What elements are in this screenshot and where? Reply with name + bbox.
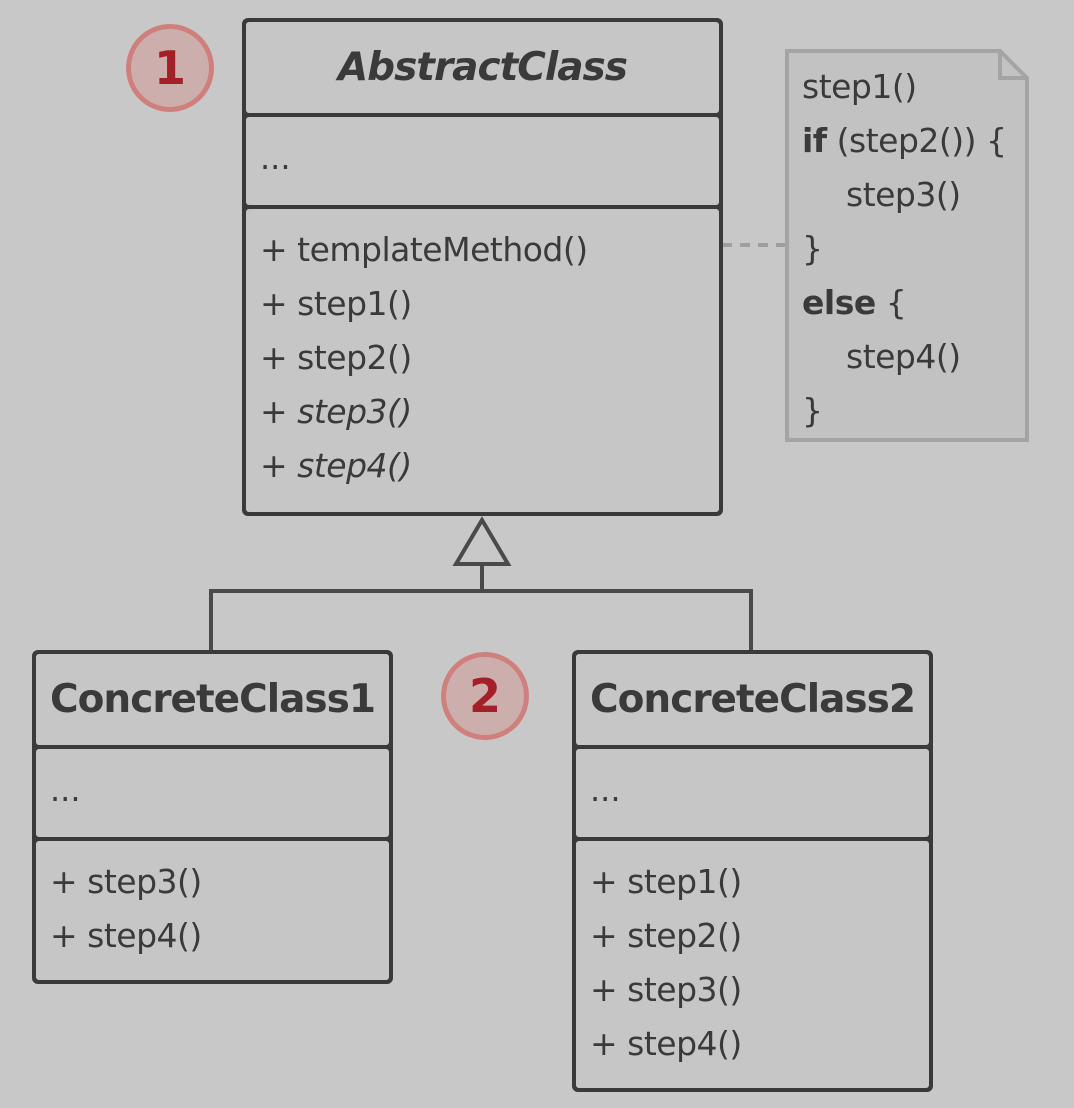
concrete-class-1-box: ConcreteClass1 ... + step3() + step4() [32,650,393,984]
abstract-class-box: AbstractClass ... + templateMethod() + s… [242,18,723,516]
badge-2-number: 2 [468,669,501,723]
step-badge-1: 1 [126,24,214,112]
method-prefix: + [260,392,298,431]
concrete-class-1-fields: ... [36,749,389,837]
abstract-class-name: AbstractClass [246,22,719,113]
concrete-class-1-methods: + step3() + step4() [36,841,389,980]
note-line-3: step3() [846,175,961,214]
badge-1-number: 1 [153,41,186,95]
note-shape [785,49,1029,442]
method-step3-abstract: + step3() [260,385,719,439]
note-line-7: } [802,391,823,430]
method-step3-name: step3() [297,392,412,431]
note-line-1: step1() [802,67,917,106]
note-keyword-if: if [802,121,827,160]
method-step4-abstract: + step4() [260,439,719,493]
note-line-2: if (step2()) { [802,114,1007,168]
method-step1: + step1() [260,284,412,323]
note-line-6: step4() [846,337,961,376]
concrete-class-2-name: ConcreteClass2 [576,654,929,745]
note-line-4: } [802,229,823,268]
abstract-class-fields: ... [246,117,719,205]
note-line-2-rest: (step2()) { [826,121,1007,160]
method-step2: + step2() [260,338,412,377]
method-step2: + step2() [590,916,742,955]
method-step3: + step3() [50,862,202,901]
method-step3: + step3() [590,970,742,1009]
note-line-5: else { [802,276,1007,330]
note-line-5-rest: { [875,283,907,322]
concrete-class-2-fields: ... [576,749,929,837]
method-template-method: + templateMethod() [260,230,588,269]
inheritance-arrowhead-icon [452,516,512,566]
note-keyword-else: else [802,283,876,322]
method-step1: + step1() [590,862,742,901]
method-prefix: + [260,446,298,485]
abstract-class-methods: + templateMethod() + step1() + step2() +… [246,209,719,512]
concrete-class-2-box: ConcreteClass2 ... + step1() + step2() +… [572,650,933,1092]
inheritance-line [209,564,753,652]
method-step4: + step4() [590,1024,742,1063]
concrete-class-2-methods: + step1() + step2() + step3() + step4() [576,841,929,1088]
concrete-class-1-name: ConcreteClass1 [36,654,389,745]
method-step4: + step4() [50,916,202,955]
note-fold-icon [998,51,1027,80]
step-badge-2: 2 [441,652,529,740]
method-step4-name: step4() [297,446,412,485]
template-method-note: step1() if (step2()) { step3() } else { … [802,60,1007,438]
